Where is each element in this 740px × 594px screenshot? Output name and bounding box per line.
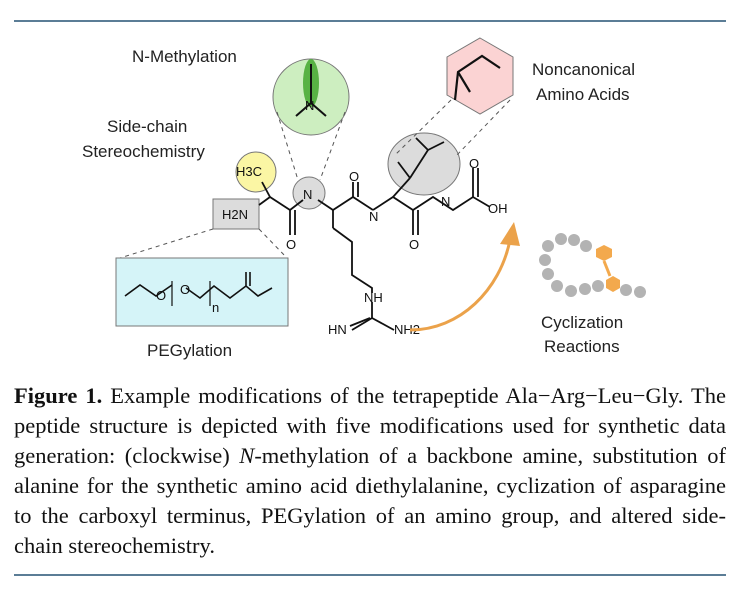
peg-o-atom-2: O (180, 282, 190, 297)
n-methyl-atom: N (305, 98, 314, 113)
cyclization-arrowhead (500, 222, 520, 246)
peptide-figure: N H3C H2N N O O (82, 37, 646, 360)
peg-bracket (171, 281, 211, 306)
cyclization-arrow (409, 239, 512, 332)
label-reactions: Reactions (544, 337, 620, 356)
side-nh-atom: NH (364, 290, 383, 305)
label-side-chain: Side-chain (107, 117, 187, 136)
backbone-n-atom-2: N (369, 209, 378, 224)
amino-group-box (212, 198, 260, 230)
oh-atom: OH (488, 201, 508, 216)
backbone-o-atom-3: O (409, 237, 419, 252)
pegylation-box (115, 257, 289, 327)
figure-caption: Figure 1. Example modifications of the t… (14, 381, 726, 561)
noncanonical-hexagon (446, 37, 514, 115)
h3c-atom: H3C (236, 164, 262, 179)
caption-italic-n: N (239, 443, 255, 468)
label-amino-acids: Amino Acids (536, 85, 630, 104)
label-cyclization: Cyclization (541, 313, 623, 332)
nh2-atom: NH2 (394, 322, 420, 337)
peg-repeat-n: n (212, 300, 219, 315)
backbone-o-atom-2: O (349, 169, 359, 184)
label-n-methylation: N-Methylation (132, 47, 237, 66)
backbone-o-atom-1: O (286, 237, 296, 252)
h2n-atom: H2N (222, 207, 248, 222)
peptide-backbone (258, 137, 491, 331)
caption-text-2: -methylation of a backbone amine, substi… (14, 443, 726, 558)
label-stereochemistry: Stereochemistry (82, 142, 205, 161)
peg-o-atom-1: O (156, 288, 166, 303)
n-methyl-bonds (295, 64, 327, 117)
backbone-n-atom-3: N (441, 194, 450, 209)
backbone-o-atom-4: O (469, 156, 479, 171)
top-rule (14, 20, 726, 22)
backbone-n-atom-1: N (303, 187, 312, 202)
stereochemistry-circle (235, 151, 277, 193)
label-noncanonical: Noncanonical (532, 60, 635, 79)
diethylalanine-skeleton (453, 54, 501, 101)
leucine-side-chain-ellipse (387, 132, 461, 196)
label-pegylation: PEGylation (147, 341, 232, 360)
figure-label: Figure 1. (14, 383, 103, 408)
cyclization-beads (539, 233, 646, 298)
dashed-connectors (119, 99, 511, 259)
hn-atom: HN (328, 322, 347, 337)
caption-text-1: Example modifications of the tetrapeptid… (14, 383, 726, 468)
peg-chain (124, 272, 273, 300)
bottom-rule (14, 574, 726, 576)
